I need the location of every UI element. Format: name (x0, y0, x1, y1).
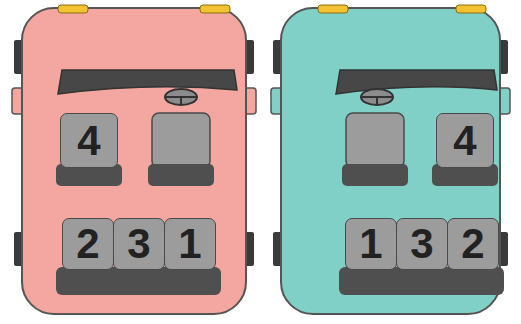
seat-number: 2 (76, 223, 99, 265)
teal-van (271, 5, 510, 314)
seat: 3 (113, 218, 165, 270)
seat: 1 (164, 218, 216, 270)
pink-van (12, 5, 256, 314)
seat-number: 3 (127, 223, 150, 265)
seat-number: 1 (178, 223, 201, 265)
seat-number: 2 (461, 223, 484, 265)
seat-number: 1 (359, 223, 382, 265)
seat: 4 (60, 113, 118, 168)
seat-number: 3 (410, 223, 433, 265)
seat-number: 4 (453, 120, 476, 162)
seat: 1 (345, 218, 397, 270)
seat: 2 (62, 218, 114, 270)
seat: 3 (396, 218, 448, 270)
seat: 2 (447, 218, 499, 270)
seat: 4 (436, 113, 494, 168)
seat-number: 4 (77, 120, 100, 162)
